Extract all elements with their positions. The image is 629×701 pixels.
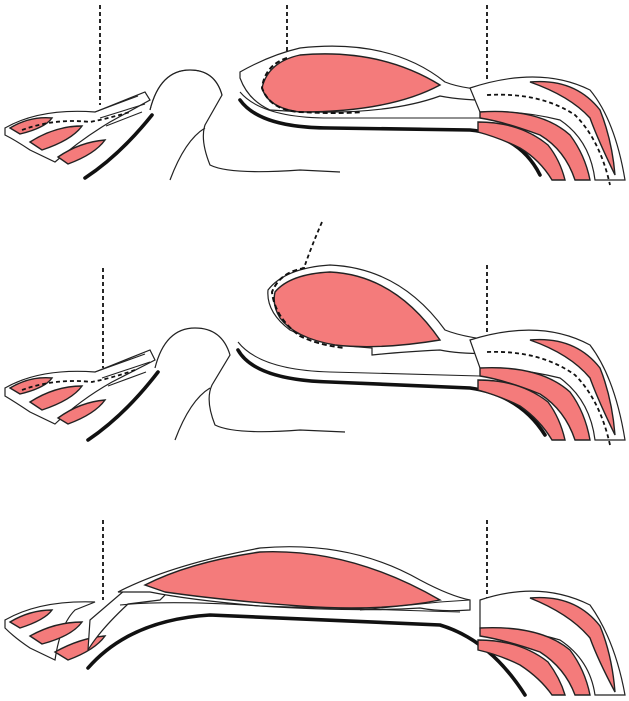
left-muscle-bundle xyxy=(5,590,168,660)
panel-3 xyxy=(5,520,625,695)
left-muscle-bundle xyxy=(5,92,150,164)
left-muscle-bundle xyxy=(5,350,155,424)
right-muscle-layers xyxy=(470,330,625,445)
muscle-belly-repositioned xyxy=(118,547,470,611)
panel-1 xyxy=(5,5,625,185)
right-muscle-layers xyxy=(478,591,625,695)
panel-2 xyxy=(5,222,625,445)
deep-fascia-main xyxy=(88,615,525,695)
bone-prominence xyxy=(155,328,345,440)
right-muscle-layers xyxy=(470,77,625,185)
